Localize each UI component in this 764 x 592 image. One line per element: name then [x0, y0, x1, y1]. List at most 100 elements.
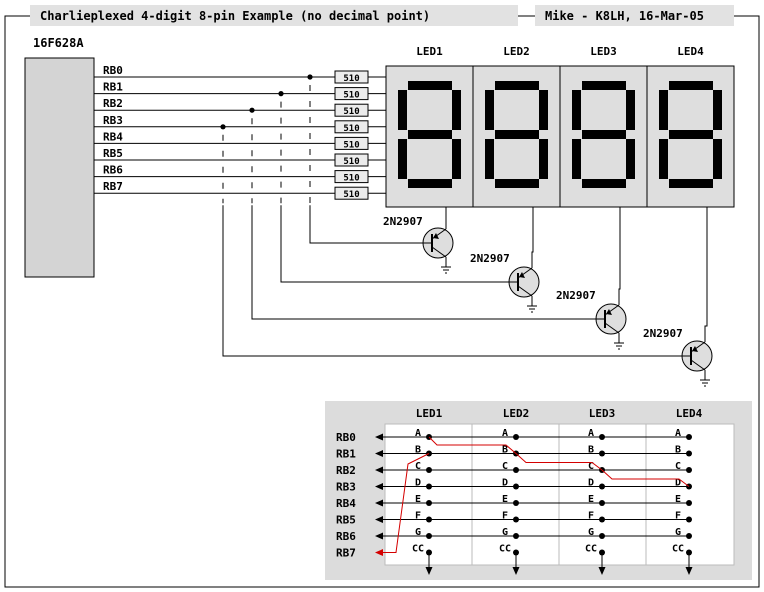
segment-f	[572, 90, 581, 130]
matrix-pin-label-rb0: RB0	[336, 431, 356, 444]
resistor	[334, 70, 369, 84]
resistor-label: 510	[343, 91, 359, 101]
resistor	[334, 87, 369, 101]
resistor-label: 510	[343, 107, 359, 117]
matrix-led-header-1: LED1	[416, 407, 443, 420]
row-arrow	[375, 549, 383, 556]
segment-letter: G	[502, 527, 508, 538]
junction-dot	[278, 91, 284, 97]
segment-letter: C	[502, 461, 508, 472]
segment-letter: A	[675, 428, 681, 439]
highlight-path	[428, 436, 517, 454]
led-label-3: LED3	[590, 45, 617, 58]
author-box	[535, 5, 734, 26]
pin-label-rb3: RB3	[103, 114, 123, 127]
segment-c	[626, 139, 635, 179]
row-arrow	[375, 516, 383, 523]
wires	[94, 74, 708, 357]
segment-g	[408, 130, 452, 139]
matrix-pin-label-rb4: RB4	[336, 497, 356, 510]
matrix-node	[513, 533, 519, 539]
collector-wire	[618, 207, 621, 305]
segment-letter: B	[502, 445, 508, 456]
resistor	[334, 103, 369, 117]
matrix-node	[686, 533, 692, 539]
segment-e	[659, 139, 668, 179]
segment-f	[659, 90, 668, 130]
segment-g	[495, 130, 539, 139]
resistor	[334, 136, 369, 150]
matrix-node	[599, 434, 605, 440]
segment-d	[408, 179, 452, 188]
matrix-pin-label-rb5: RB5	[336, 514, 356, 527]
chip-label: 16F628A	[33, 36, 84, 50]
highlight-path	[515, 453, 603, 471]
segment-letter: CC	[672, 544, 684, 555]
title-box	[30, 5, 518, 26]
segment-a	[408, 81, 452, 90]
transistor-collector	[431, 246, 447, 258]
matrix-node	[599, 500, 605, 506]
matrix-node	[599, 483, 605, 490]
junction-dot	[249, 107, 255, 113]
matrix-pin-label-rb7: RB7	[336, 547, 356, 560]
matrix-node	[513, 516, 519, 523]
resistor-label: 510	[343, 124, 359, 134]
matrix-node	[426, 483, 432, 490]
column-arrow	[512, 567, 520, 575]
resistor	[334, 120, 369, 134]
segment-g	[582, 130, 626, 139]
segment-a	[495, 81, 539, 90]
segment-a	[669, 81, 713, 90]
segment-letter: F	[588, 511, 594, 522]
matrix-node	[513, 434, 519, 440]
segment-a	[582, 81, 626, 90]
transistor-label: 2N2907	[643, 327, 683, 340]
resistor-label: 510	[343, 157, 359, 167]
segment-e	[572, 139, 581, 179]
segment-letter: F	[415, 511, 421, 522]
resistor-label: 510	[343, 74, 359, 84]
row-arrow	[375, 466, 383, 474]
segment-e	[398, 139, 407, 179]
segment-letter: D	[502, 478, 508, 489]
resistor	[334, 170, 369, 184]
segment-letter: D	[675, 478, 681, 489]
segment-b	[626, 90, 635, 130]
led-label-2: LED2	[503, 45, 530, 58]
resistor-label: 510	[343, 140, 359, 150]
pin-label-rb1: RB1	[103, 81, 123, 94]
transistor-collector	[604, 322, 620, 334]
led-label-4: LED4	[677, 45, 704, 58]
segment-d	[582, 179, 626, 188]
transistor-label: 2N2907	[556, 289, 596, 302]
matrix-node	[686, 500, 692, 506]
emitter-arrow	[519, 272, 525, 278]
transistor-label: 2N2907	[470, 252, 510, 265]
segment-letter: A	[588, 428, 594, 439]
segment-letter: G	[675, 527, 681, 538]
segment-c	[452, 139, 461, 179]
matrix-node	[426, 533, 432, 539]
row-arrow	[375, 433, 383, 441]
collector-wire	[704, 207, 708, 342]
segment-b	[539, 90, 548, 130]
segment-b	[713, 90, 722, 130]
row-arrow	[375, 532, 383, 540]
matrix-node	[513, 467, 519, 473]
pin-label-rb6: RB6	[103, 164, 123, 177]
segment-letter: E	[588, 494, 594, 505]
segment-d	[495, 179, 539, 188]
row-arrow	[375, 450, 383, 457]
segment-letter: D	[415, 478, 421, 489]
segment-letter: C	[588, 461, 594, 472]
matrix-node	[599, 450, 605, 457]
segment-letter: CC	[585, 544, 597, 555]
segment-b	[452, 90, 461, 130]
segment-letter: E	[502, 494, 508, 505]
base-wire	[309, 205, 422, 244]
matrix-node	[599, 533, 605, 539]
junction-dot	[307, 74, 313, 80]
matrix-led-header-4: LED4	[676, 407, 703, 420]
